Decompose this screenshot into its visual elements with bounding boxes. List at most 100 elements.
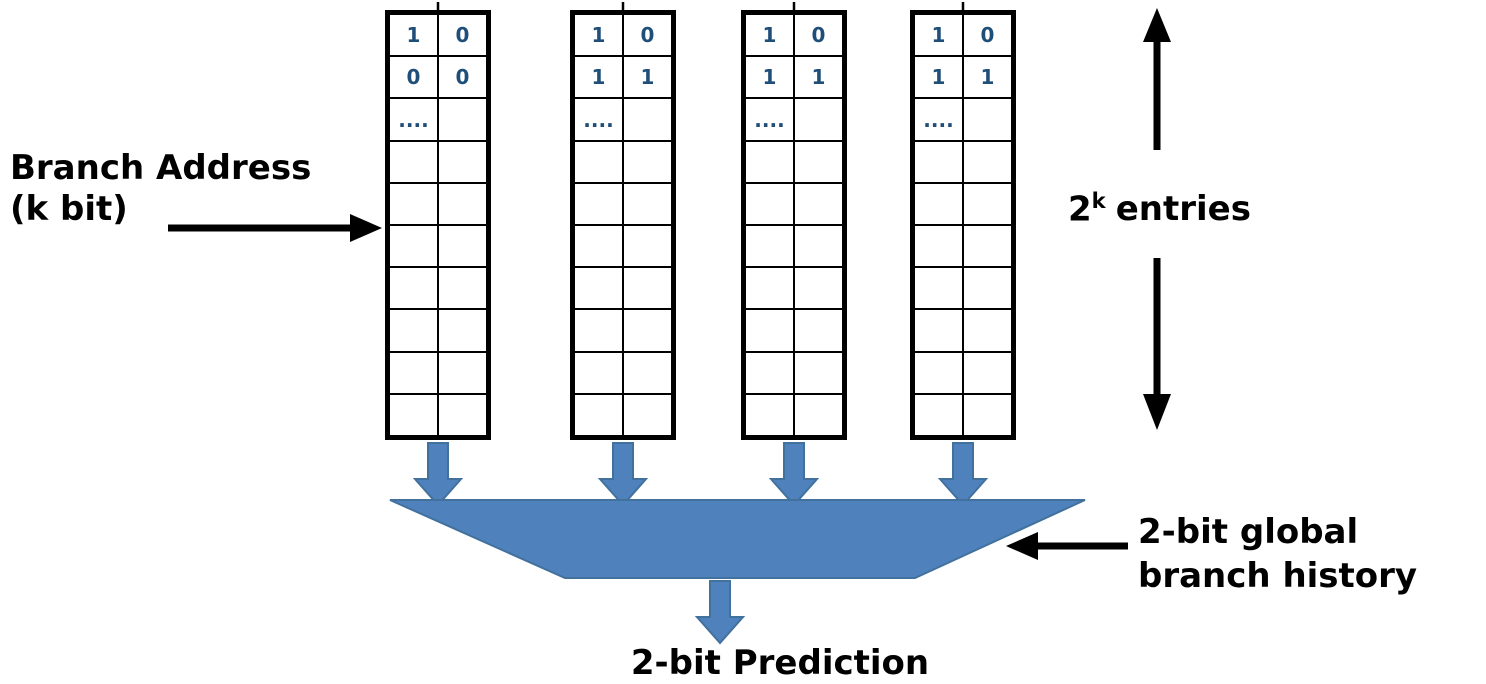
table-row: [575, 183, 671, 227]
prediction-output-arrow: [694, 580, 746, 645]
table-row: [746, 226, 842, 269]
history-line2: branch history: [1138, 556, 1418, 596]
table-row: [390, 310, 486, 353]
table-row: [575, 394, 671, 436]
table-row: [575, 141, 671, 184]
table-cell: [439, 353, 486, 393]
table-cell: [795, 353, 842, 393]
branch-address-arrow-icon: [168, 214, 382, 242]
table-cell: 1: [915, 15, 964, 56]
table-cell: ....: [575, 99, 624, 140]
table-cell: [795, 226, 842, 266]
table-cell: [439, 142, 486, 182]
table-cell: [439, 99, 486, 139]
table-row: [575, 268, 671, 311]
table-cell: [575, 268, 624, 309]
table-output-arrow: [597, 442, 649, 507]
table-cell: [624, 184, 671, 224]
table-output-arrow: [937, 442, 989, 507]
history-label: 2-bit global branch history: [1138, 510, 1417, 598]
table-cell: 1: [746, 57, 795, 98]
entries-down-arrow-icon: [1143, 258, 1171, 430]
table-cell: 1: [575, 15, 624, 56]
table-cell: [795, 184, 842, 224]
table-output-arrow: [412, 442, 464, 507]
table-row: [390, 394, 486, 436]
table-cell: [439, 268, 486, 308]
table-cell: [915, 226, 964, 267]
table-cell: 0: [390, 57, 439, 98]
table-row: [575, 310, 671, 353]
table-cell: [964, 268, 1011, 308]
table-cell: [915, 268, 964, 309]
table-cell: [624, 310, 671, 350]
table-row: [746, 268, 842, 311]
table-cell: ....: [746, 99, 795, 140]
table-row: [390, 352, 486, 395]
table-cell: [390, 226, 439, 267]
table-row: ....: [390, 99, 486, 142]
table-cell: [746, 352, 795, 393]
table-cell: [390, 268, 439, 309]
table-cell: [915, 141, 964, 182]
table-cell: [964, 184, 1011, 224]
table-cell: [624, 99, 671, 139]
table-cell: 1: [915, 57, 964, 98]
table-cell: [964, 226, 1011, 266]
table-cell: [624, 353, 671, 393]
table-cell: 1: [980, 65, 995, 90]
table-row: [746, 183, 842, 227]
table-cell: [795, 268, 842, 308]
table-cell: [964, 99, 1011, 139]
table-row: [915, 394, 1011, 436]
table-cell: [746, 394, 795, 436]
table-cell: 1: [746, 15, 795, 56]
branch-address-line1: Branch Address: [10, 148, 312, 188]
table-row: [915, 352, 1011, 395]
table-cell: [624, 268, 671, 308]
table-cell: 0: [980, 23, 995, 48]
table-cell: [915, 352, 964, 393]
table-row: [390, 141, 486, 184]
entries-base: 2: [1068, 189, 1092, 230]
table-cell: 1: [390, 15, 439, 56]
table-cell: [390, 394, 439, 436]
table-row: [915, 141, 1011, 184]
table-cell: [795, 310, 842, 350]
history-arrow-icon: [1006, 532, 1128, 560]
table-cell: 1: [575, 57, 624, 98]
table-cell: [624, 226, 671, 266]
table-cell: ....: [390, 99, 439, 140]
table-cell: [390, 310, 439, 351]
table-cell: [575, 310, 624, 351]
table-row: [390, 268, 486, 311]
table-row: [915, 226, 1011, 269]
table-cell: [575, 352, 624, 393]
table-cell: [746, 268, 795, 309]
table-output-arrow: [768, 442, 820, 507]
table-row: [575, 352, 671, 395]
table-cell: 0: [455, 23, 470, 48]
table-cell: [575, 141, 624, 182]
table-cell: [439, 226, 486, 266]
entries-exponent: k: [1091, 188, 1106, 213]
table-row: [390, 183, 486, 227]
table-cell: [390, 141, 439, 182]
table-cell: [624, 142, 671, 182]
table-cell: ....: [915, 99, 964, 140]
history-line1: 2-bit global: [1138, 512, 1359, 552]
table-cell: [964, 310, 1011, 350]
table-row: ....: [575, 99, 671, 142]
